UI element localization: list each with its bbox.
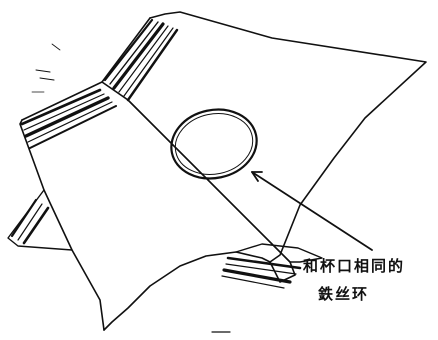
callout-label-line-2: 鉄丝环	[318, 285, 370, 303]
callout-arrow-shaft	[251, 171, 373, 251]
folded-flap-outline	[21, 81, 296, 331]
callout-label-line-1: 和杯口相同的	[303, 257, 406, 275]
sketch-marks	[31, 43, 61, 93]
paper-striped-band-top	[103, 18, 179, 102]
callout-arrow-head	[251, 171, 263, 182]
paper-left-edge	[101, 17, 151, 83]
under-sheet-stripes	[10, 198, 50, 245]
curled-corner-outline	[235, 243, 323, 263]
wire-ring-inner	[174, 113, 254, 175]
flap-striped-band-left	[20, 88, 117, 149]
paper-sheet-outline	[149, 11, 427, 263]
folded-flap-left-edge	[19, 119, 105, 331]
curled-corner-stripes	[221, 256, 302, 289]
wire-ring	[170, 108, 258, 180]
